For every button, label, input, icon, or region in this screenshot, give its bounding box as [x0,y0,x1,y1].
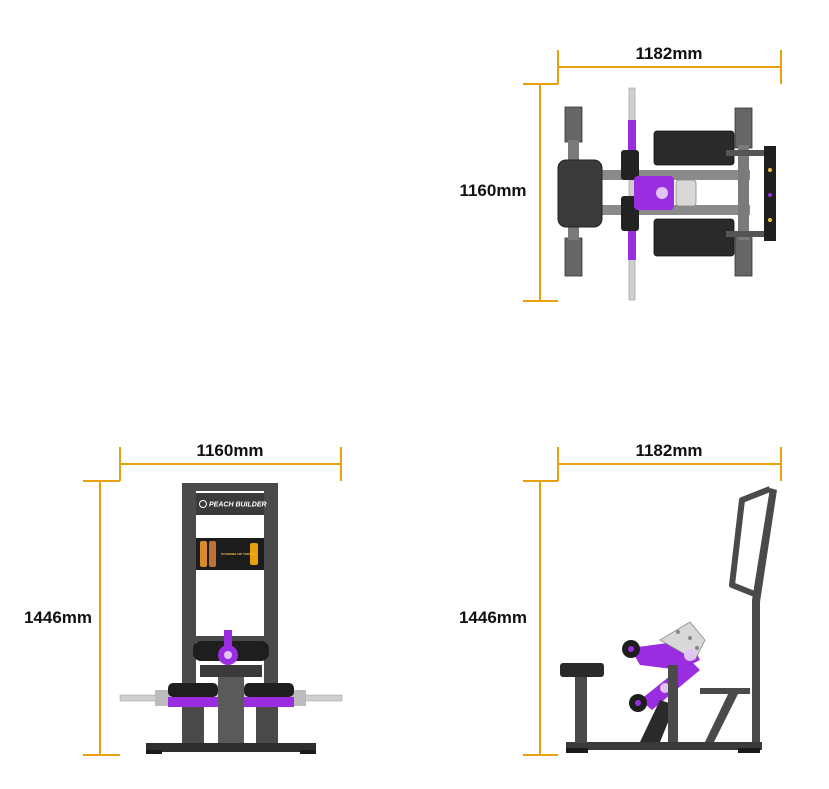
front-center-column [218,665,244,743]
front-base-foot-left [146,750,162,754]
front-right-upright [264,483,278,748]
top-width-label: 1182mm [635,44,702,63]
top-side-panel-mark-1 [768,168,772,172]
top-view-machine [557,87,776,301]
side-ratchet-hole-1 [676,630,680,634]
front-top-crossbar [182,483,278,491]
top-left-upright-upper [564,106,583,143]
side-width-label: 1182mm [635,441,702,460]
front-foot-pad-left [168,683,218,697]
front-panel-figure-2 [209,541,216,567]
top-view-dimensions [523,50,782,302]
top-right-upright-lower [734,235,753,277]
front-hub-cap [224,651,232,659]
side-view-machine [560,486,777,753]
side-view: 1182mm 1446mm [459,441,782,756]
front-center-plate [200,665,262,677]
top-view: 1182mm 1160mm [459,44,782,302]
front-width-label: 1160mm [196,441,263,460]
top-left-upright-lower [564,237,583,277]
top-ratchet [675,179,697,207]
top-right-upright-upper [734,107,753,149]
side-ratchet-hole-3 [695,646,699,650]
front-logo-plate [196,493,264,515]
top-foot-plate-upper [653,130,735,166]
side-pivot-column [668,665,678,742]
side-roller-upper-cap [628,646,634,652]
front-base-foot-right [300,750,316,754]
front-view-machine: PEACH BUILDER STANDING HIP THRUST [119,483,343,754]
front-base [146,743,316,752]
side-pivot-lower [660,683,670,693]
front-logo-mark [199,500,207,508]
top-side-panel-mark-3 [768,218,772,222]
side-rear-strut [700,688,750,694]
front-panel-figure-1 [200,541,207,567]
top-side-panel-mark-2 [768,193,772,197]
top-handle-bar-lower [726,231,774,237]
front-logo-text: PEACH BUILDER [209,502,267,509]
top-barbell-sleeve-lower [628,215,636,260]
front-barbell-collar-left [155,690,169,706]
side-handle-frame [752,488,777,745]
front-barbell-collar-right [292,690,306,706]
front-foot-pad-right [244,683,294,697]
front-height-label: 1446mm [24,608,92,627]
top-barbell-sleeve-upper [628,120,636,160]
top-roller-pad-upper [621,150,639,180]
top-right-rail [738,145,749,240]
side-base [566,742,762,750]
top-cross-frame-upper [575,170,750,180]
side-roller-lower-cap [635,700,641,706]
front-panel-text: STANDING HIP THRUST [221,552,255,556]
side-pivot-upper [684,649,696,661]
top-lever-pivot [656,187,668,199]
front-panel-figure-3 [250,543,258,565]
front-view-dimensions [83,447,342,756]
front-purple-arm-right [244,697,294,707]
top-lever-assembly [634,176,674,210]
side-seat-pad [560,663,604,677]
front-lower-leg-right [256,707,264,743]
side-height-label: 1446mm [459,608,527,627]
side-view-dimensions [523,447,782,756]
side-ratchet-hole-2 [688,636,692,640]
front-lever-arm [224,630,232,652]
top-handle-bar-upper [726,150,774,156]
side-base-foot-right [738,748,760,753]
side-rear-brace [705,690,738,742]
front-view: 1160mm 1446mm PEACH BUILDER STANDING HIP… [24,441,343,756]
top-depth-label: 1160mm [459,181,526,200]
top-seat-pad [557,159,603,228]
side-foot-plate [640,700,675,742]
front-purple-arm-left [168,697,218,707]
side-base-foot-left [566,748,588,753]
front-left-upright [182,483,196,748]
top-foot-plate-lower [653,218,735,257]
side-handle-loop [729,486,772,598]
side-seat-post [575,677,587,743]
front-lower-leg-left [196,707,204,743]
